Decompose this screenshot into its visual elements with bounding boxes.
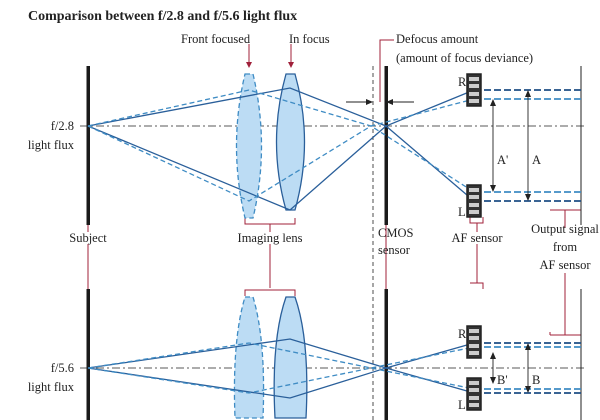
- front-focused-lens-bottom: [233, 296, 265, 419]
- a-label: A: [532, 153, 541, 167]
- in-focus-label: In focus: [289, 32, 330, 46]
- a-prime-label: A': [497, 153, 508, 167]
- diagram-title: Comparison between f/2.8 and f/5.6 light…: [28, 9, 297, 24]
- subject-label: Subject: [69, 231, 107, 245]
- defocus-sub-label: (amount of focus deviance): [396, 51, 533, 65]
- f56-label: f/5.6: [51, 361, 74, 375]
- b-prime-label: B': [497, 373, 508, 387]
- rays-f56: [87, 338, 581, 399]
- af-sensors: [466, 73, 482, 411]
- af-sensor-label: AF sensor: [451, 231, 503, 245]
- b-label: B: [532, 373, 540, 387]
- cmos-sub-label: sensor: [378, 243, 411, 257]
- imaging-lens-label: Imaging lens: [238, 231, 303, 245]
- f28-sub-label: light flux: [28, 138, 75, 152]
- l-label-top: L: [458, 205, 466, 219]
- in-focus-lens-bottom: [273, 296, 308, 419]
- rays-f28: [87, 87, 581, 211]
- dimension-arrowheads: [366, 90, 531, 393]
- arrow-heads: [246, 62, 294, 68]
- bars: [86, 66, 388, 420]
- front-focused-label: Front focused: [181, 32, 251, 46]
- lenses: [233, 73, 308, 419]
- leader-lines: [87, 39, 581, 336]
- cmos-label: CMOS: [378, 226, 413, 240]
- r-label-top: R: [458, 75, 467, 89]
- af-sensor-cells: [469, 77, 479, 407]
- defocus-label: Defocus amount: [396, 32, 479, 46]
- output-signal-af-label: AF sensor: [539, 258, 591, 272]
- output-signal-from-label: from: [553, 240, 578, 254]
- output-signal-label: Output signal: [531, 222, 599, 236]
- front-focused-lens-top: [235, 73, 263, 219]
- f56-sub-label: light flux: [28, 380, 75, 394]
- f28-label: f/2.8: [51, 119, 74, 133]
- in-focus-lens-top: [275, 73, 306, 211]
- r-label-bottom: R: [458, 327, 467, 341]
- optical-axes: [80, 125, 585, 369]
- l-label-bottom: L: [458, 398, 466, 412]
